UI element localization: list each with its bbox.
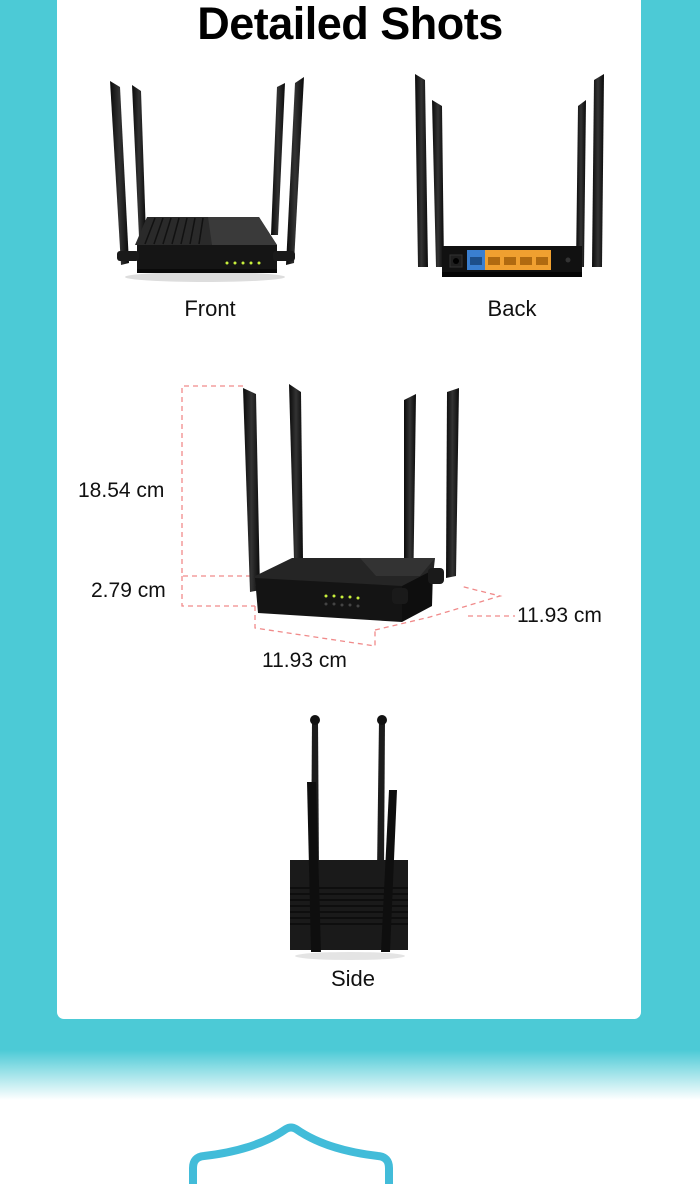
dimension-antenna-height: 18.54 cm: [78, 479, 165, 502]
dimension-body-height: 2.79 cm: [91, 579, 166, 602]
detailed-shots-card: [57, 0, 641, 1019]
front-label: Front: [184, 296, 236, 321]
router-back-image: [415, 74, 604, 277]
section-title: Detailed Shots: [197, 0, 503, 49]
side-label: Side: [330, 966, 376, 991]
router-dimensions-image: [181, 384, 515, 647]
back-label: Back: [487, 296, 537, 321]
dimension-width: 11.93 cm: [262, 649, 347, 672]
section-badge-outline-icon: [189, 1123, 393, 1184]
router-side-image: [290, 715, 408, 960]
router-front-image: [110, 77, 304, 282]
dimension-depth: 11.93 cm: [517, 604, 602, 627]
